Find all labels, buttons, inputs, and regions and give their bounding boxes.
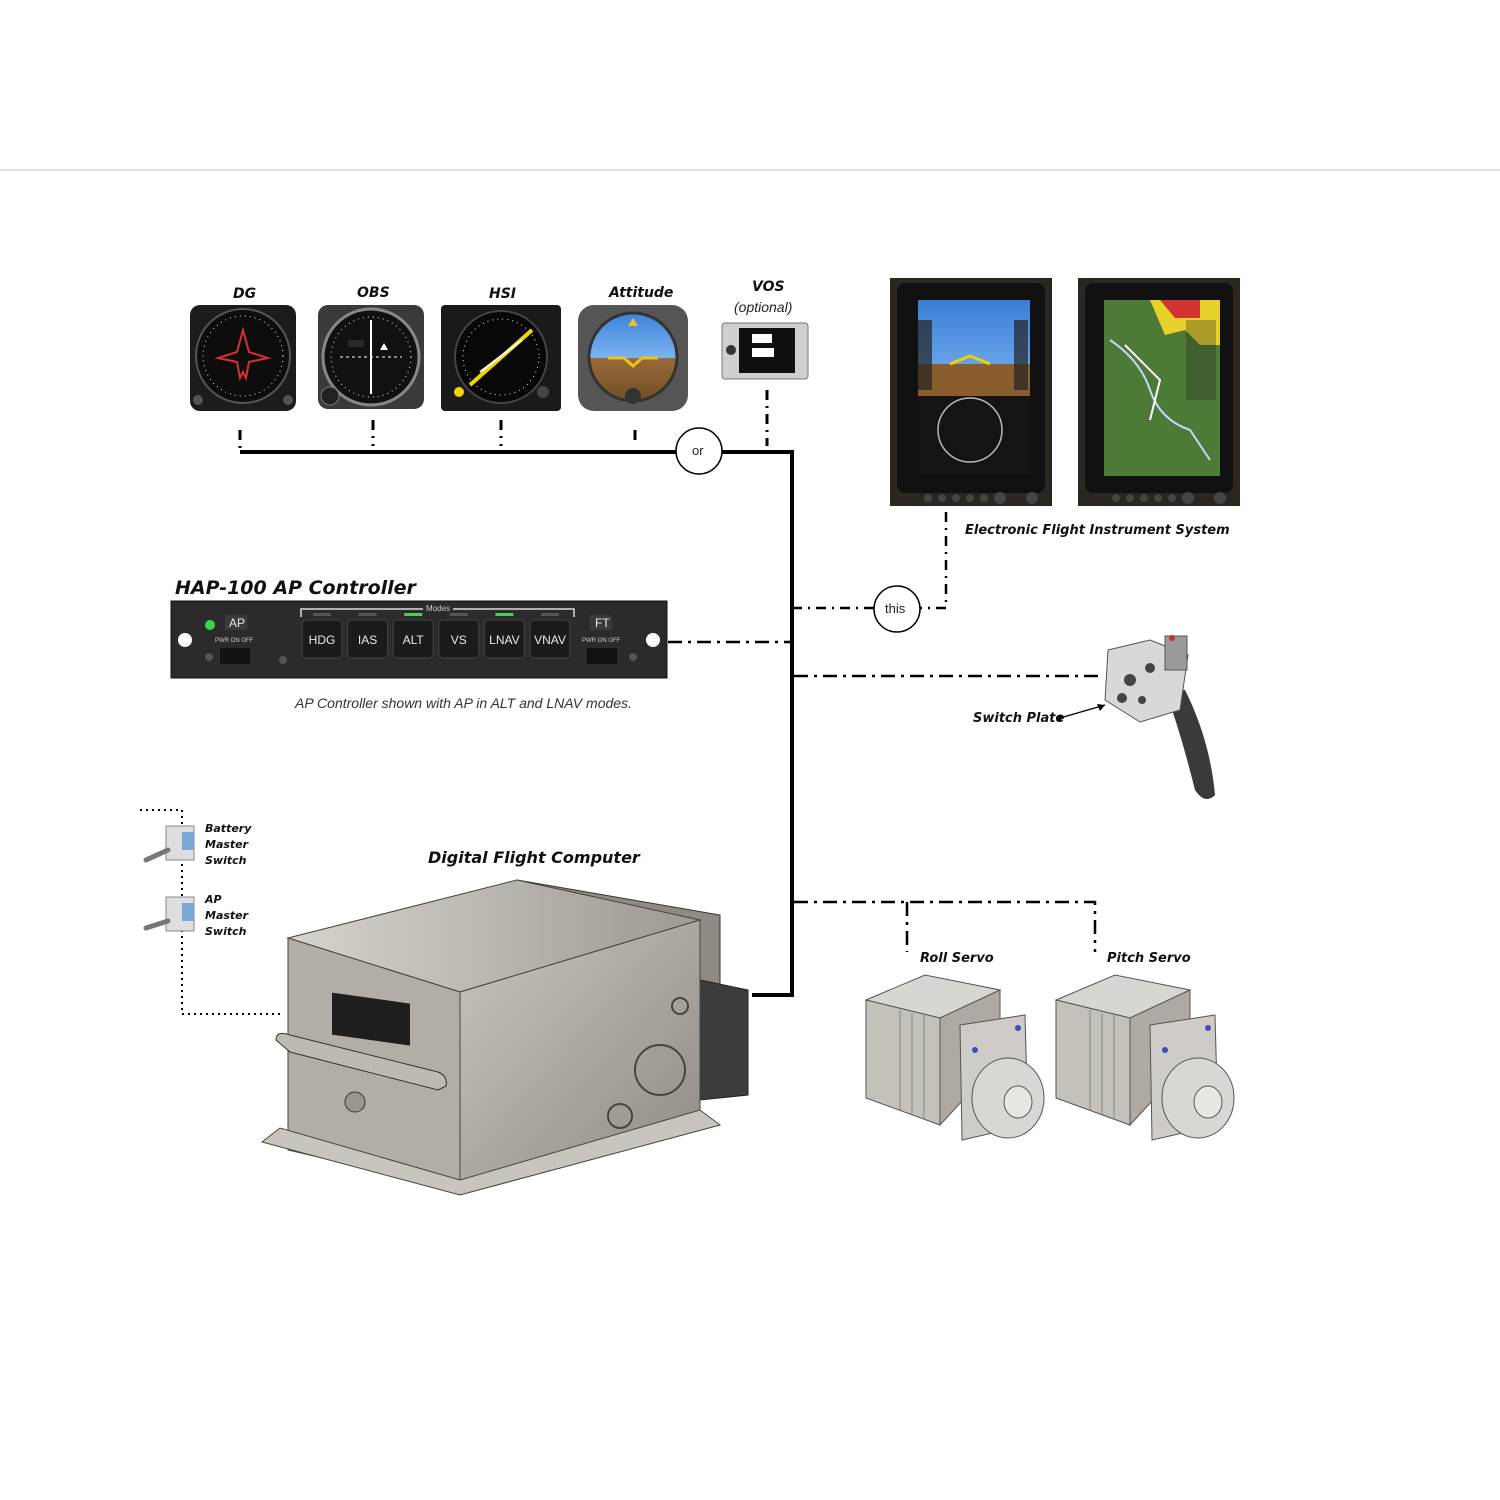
battery-switch-label: Battery Master Switch [205, 821, 251, 869]
vos-optional-label: (optional) [734, 299, 793, 315]
obs-instrument [318, 305, 424, 409]
mode-led-alt [404, 613, 423, 616]
efis-label: Electronic Flight Instrument System [965, 523, 1230, 538]
switch-plate-label: Switch Plate [973, 711, 1065, 726]
controller-title: HAP-100 AP Controller [175, 577, 416, 599]
roll-servo [864, 974, 1045, 1141]
ap-switch-line-1: AP [205, 893, 222, 906]
ap-power-switch[interactable] [220, 648, 250, 664]
or-bubble [675, 427, 723, 475]
battery-switch-line-1: Battery [205, 822, 252, 835]
mode-button-hdg[interactable] [301, 619, 343, 659]
mode-button-ias[interactable] [347, 619, 389, 659]
efis-pfd [890, 278, 1052, 506]
mode-button-label-hdg: HDG [309, 633, 336, 647]
ap-switch-line-3: Switch [205, 925, 247, 938]
controller-caption: AP Controller shown with AP in ALT and L… [295, 695, 632, 711]
mode-led-ias [358, 613, 377, 616]
mode-led-lnav [495, 613, 514, 616]
attitude-instrument [578, 305, 688, 411]
ap-switch-label: AP Master Switch [205, 892, 248, 940]
hsi-instrument [441, 305, 561, 411]
mode-led-vs [449, 613, 468, 616]
mode-led-hdg [313, 613, 331, 616]
mode-button-label-vnav: VNAV [534, 633, 566, 647]
ft-power-label: PWR ON OFF [582, 638, 621, 644]
dg-instrument [190, 305, 296, 411]
dg-label: DG [233, 286, 257, 302]
ft-power-switch[interactable] [587, 648, 617, 664]
modes-label: Modes [426, 604, 450, 613]
vos-instrument [721, 322, 809, 380]
attitude-label: Attitude [609, 285, 674, 301]
this-label: this [885, 601, 906, 616]
mode-button-alt[interactable] [392, 619, 434, 659]
roll-servo-label: Roll Servo [920, 951, 994, 966]
switch-plate-stick [1056, 635, 1215, 799]
dfc-label: Digital Flight Computer [428, 848, 640, 867]
mode-button-label-ias: IAS [358, 633, 377, 647]
mode-button-label-vs: VS [451, 633, 467, 647]
wiring [140, 390, 1100, 1015]
mode-button-label-alt: ALT [403, 633, 425, 647]
ap-button-label: AP [229, 616, 245, 630]
mode-button-lnav[interactable] [483, 619, 525, 659]
pitch-servo [1054, 974, 1235, 1141]
mode-button-label-lnav: LNAV [489, 633, 519, 647]
ap-master-switch [143, 896, 195, 932]
digital-flight-computer [260, 879, 749, 1196]
or-label: or [692, 443, 704, 458]
pitch-servo-label: Pitch Servo [1107, 951, 1191, 966]
hsi-label: HSI [489, 286, 517, 302]
vos-label: VOS [752, 279, 785, 295]
ap-power-label: PWR ON OFF [215, 638, 254, 644]
ap-switch-line-2: Master [205, 909, 249, 922]
battery-switch-line-2: Master [205, 838, 249, 851]
obs-label: OBS [357, 285, 390, 301]
this-bubble [873, 585, 921, 633]
efis-mfd [1078, 278, 1240, 506]
ft-button-label: FT [595, 616, 610, 630]
mode-led-vnav [541, 613, 559, 616]
battery-switch-line-3: Switch [205, 854, 247, 867]
battery-master-switch [143, 825, 195, 863]
mode-button-vs[interactable] [438, 619, 480, 659]
mode-button-vnav[interactable] [529, 619, 571, 659]
